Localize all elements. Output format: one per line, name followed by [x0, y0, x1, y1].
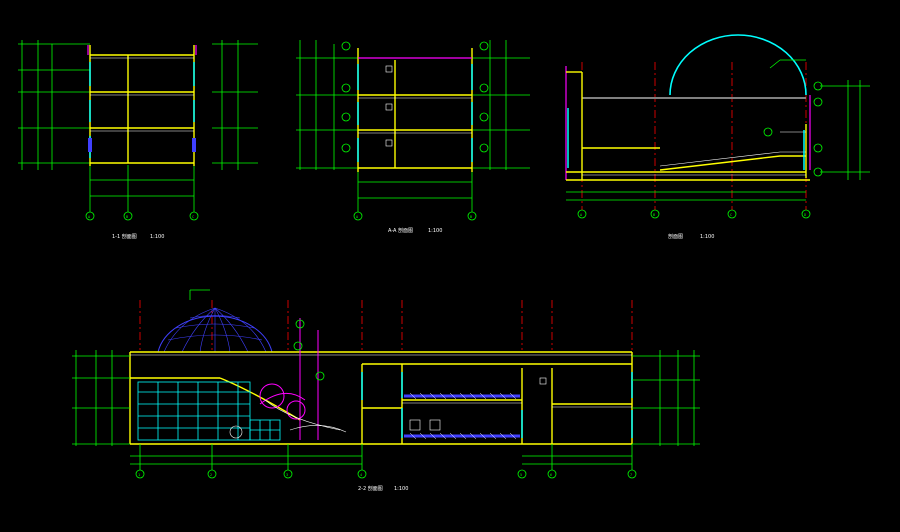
axis-label-22-2: 2 [210, 473, 212, 477]
axis-label-22-1: 1 [138, 473, 140, 477]
axis-label-11-a: A [88, 215, 91, 219]
title-section-a-a: A-A 剖面图 [388, 227, 413, 234]
section-dome-hall [565, 34, 870, 219]
axis-label-dome-d: D [804, 213, 806, 217]
title-section-2-2: 2-2 剖面图 [358, 485, 383, 492]
scale-section-1-1: 1:100 [150, 234, 164, 240]
axis-label-dome-a: A [580, 213, 583, 217]
axis-label-aa-b: B [470, 215, 472, 219]
axis-label-22-3: 3 [286, 473, 288, 477]
section-a-a [296, 40, 530, 221]
axis-label-dome-b: B [653, 213, 655, 217]
section-1-1 [18, 40, 258, 221]
scale-section-dome: 1:100 [700, 234, 714, 240]
title-section-1-1: 1-1 剖面图 [112, 233, 137, 240]
axis-label-dome-c: C [730, 213, 732, 217]
axis-label-11-b: B [126, 215, 128, 219]
title-section-dome: 剖面图 [668, 233, 683, 240]
axis-label-22-6: 6 [550, 473, 552, 477]
axis-label-aa-a: A [356, 215, 359, 219]
axis-label-11-c: C [192, 215, 194, 219]
section-2-2 [72, 289, 700, 479]
axis-label-22-7: 7 [630, 473, 632, 477]
scale-section-2-2: 1:100 [394, 486, 408, 492]
axis-label-22-4: 4 [360, 473, 362, 477]
scale-section-a-a: 1:100 [428, 228, 442, 234]
axis-label-22-5: 5 [520, 473, 522, 477]
